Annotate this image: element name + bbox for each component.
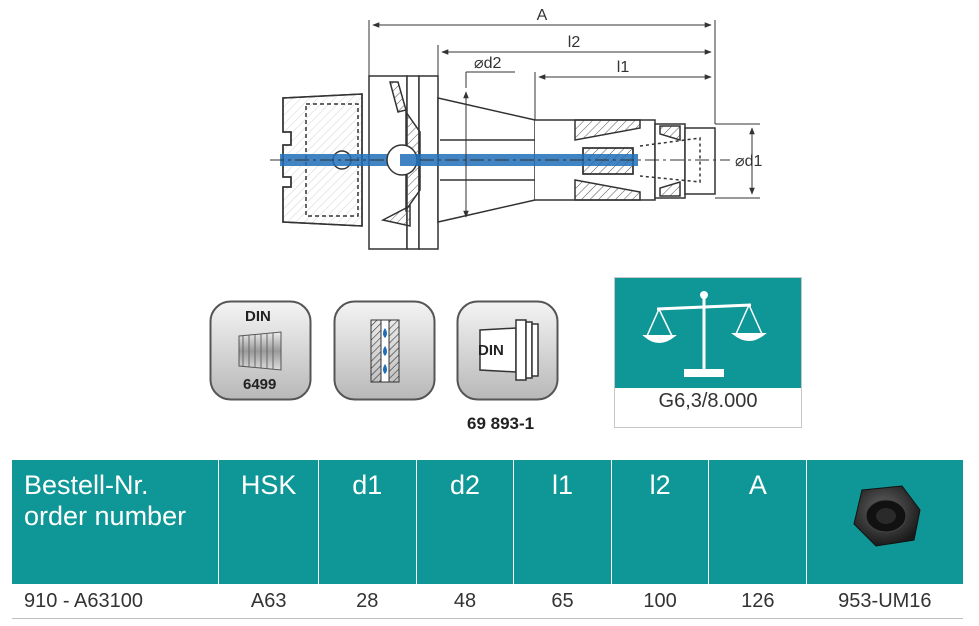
balance-grade-text: G6,3/8.000 (658, 390, 758, 412)
header-order-number: Bestell-Nr. order number (12, 460, 220, 584)
dim-l1-label: l1 (617, 59, 630, 76)
cell-d1: 28 (318, 584, 417, 619)
cell-collet-nut: 953-UM16 (806, 584, 963, 619)
cell-hsk: A63 (218, 584, 319, 619)
cell-a: 126 (708, 584, 807, 619)
internal-coolant-icon (333, 300, 436, 401)
spec-table: Bestell-Nr. order number HSK d1 d2 l1 l2… (12, 460, 963, 619)
header-l2: l2 (611, 460, 710, 584)
din-shank-label: DIN (478, 342, 504, 359)
cell-d2: 48 (416, 584, 514, 619)
collet-nut (639, 123, 716, 199)
din-69893-shank-icon: DIN (456, 300, 559, 401)
collet-nut-photo-icon (853, 485, 921, 547)
dimension-lines (368, 20, 760, 218)
cell-order-number: 910 - A63100 (12, 584, 219, 619)
header-d2: d2 (416, 460, 515, 584)
table-row: 910 - A63100 A63 28 48 65 100 126 953-UM… (12, 584, 963, 619)
dim-l2-label: l2 (568, 34, 581, 51)
din-69893-caption: 69 893-1 (467, 414, 535, 433)
din-6499-bottom-text: 6499 (243, 376, 277, 393)
dim-d2-label: ⌀d2 (474, 55, 502, 72)
cell-l2: 100 (611, 584, 709, 619)
header-l1: l1 (513, 460, 612, 584)
tool-holder-drawing: A l2 l1 ⌀d2 ⌀d1 (270, 7, 763, 250)
header-d1: d1 (318, 460, 417, 584)
balance-grade-box: G6,3/8.000 (614, 277, 802, 428)
table-header-row: Bestell-Nr. order number HSK d1 d2 l1 l2… (12, 460, 963, 584)
header-collet-nut (806, 460, 963, 584)
balance-icon-panel (615, 278, 801, 388)
header-hsk: HSK (218, 460, 319, 584)
cell-l1: 65 (513, 584, 612, 619)
header-a: A (708, 460, 808, 584)
dim-A-label: A (537, 7, 548, 24)
dim-d1-label: ⌀d1 (735, 153, 763, 170)
balance-scale-icon (642, 291, 767, 377)
din-6499-top-text: DIN (245, 308, 271, 325)
din-6499-collet-icon: DIN 6499 (209, 300, 312, 401)
